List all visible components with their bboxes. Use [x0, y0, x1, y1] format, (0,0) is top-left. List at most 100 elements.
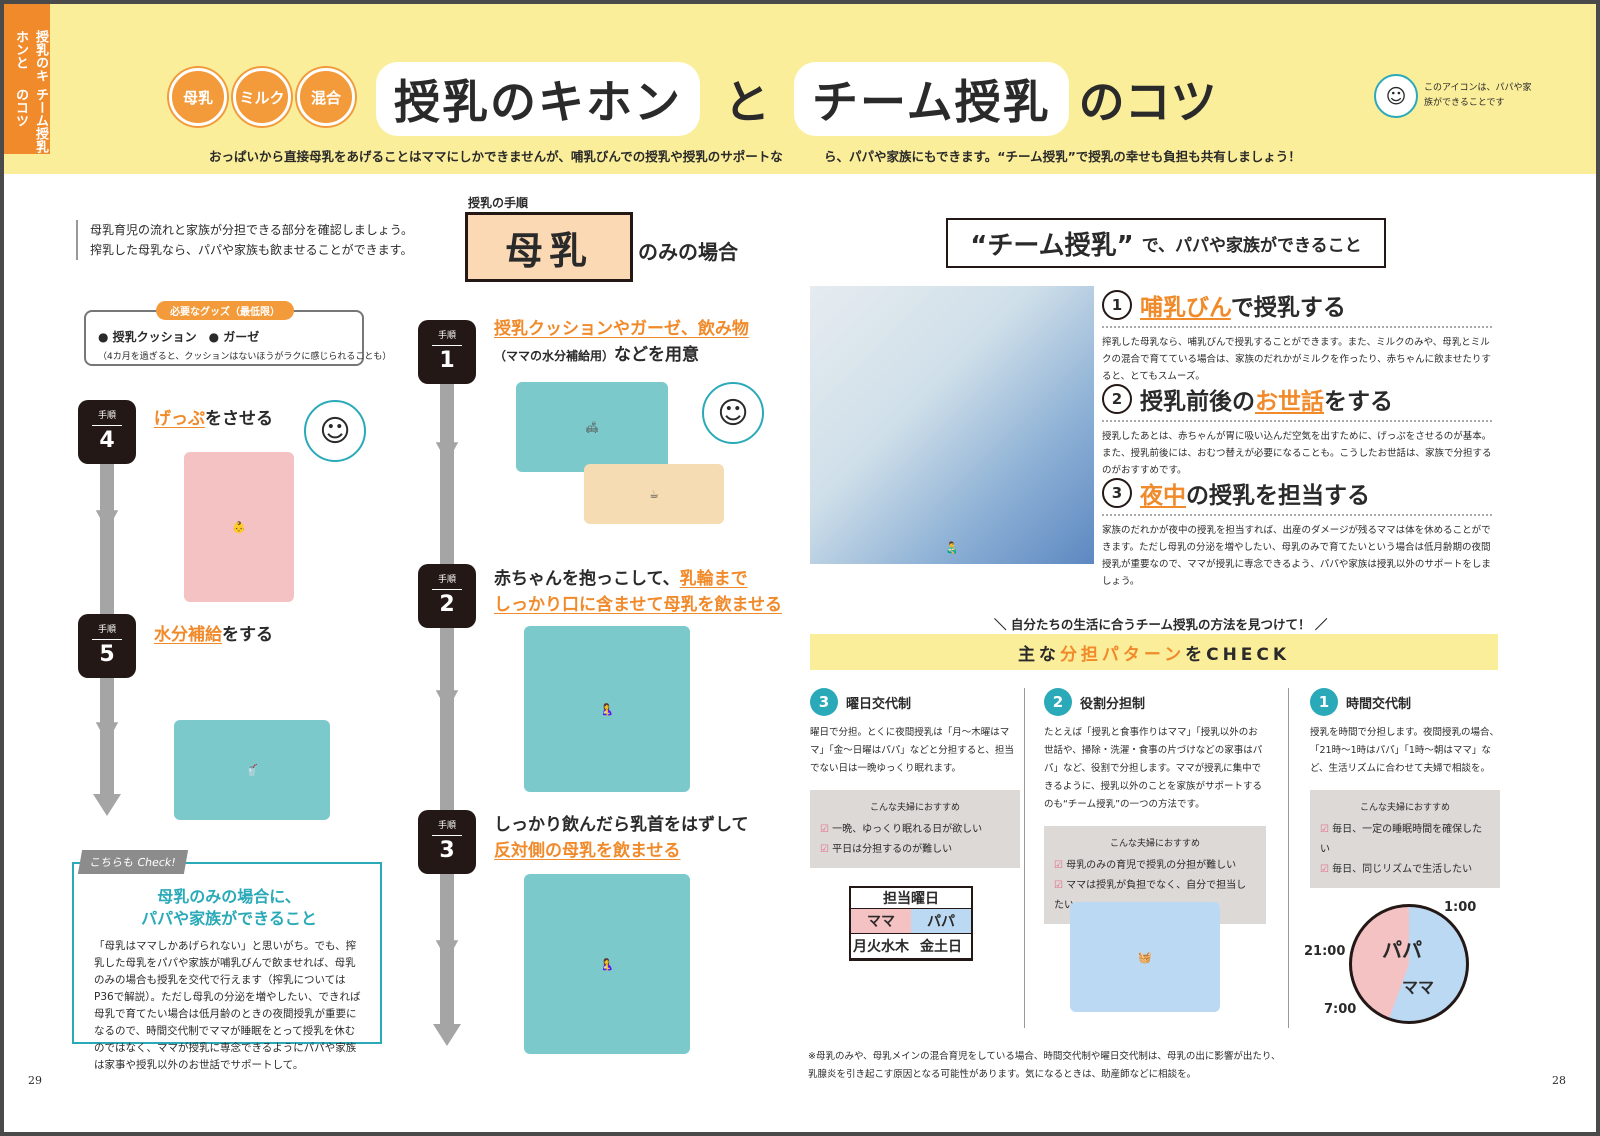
- col-number: 2: [1044, 688, 1072, 716]
- task-number: 1: [1102, 290, 1132, 320]
- goods-items: ● 授乳クッション ● ガーゼ: [98, 330, 260, 344]
- rec-item: 一晩、ゆっくり眠れる日が欲しい: [820, 820, 1010, 840]
- step-5-rest: をする: [222, 625, 273, 645]
- task-1-highlight: 哺乳びん: [1140, 295, 1231, 321]
- step-4-badge: 手順 4: [78, 400, 136, 464]
- table-illustration: ☕: [584, 464, 724, 524]
- col-divider: [1024, 688, 1025, 1028]
- icon-legend: ☺ このアイコンは、パパや家族ができることです: [1374, 74, 1534, 118]
- footnote-line-1: ※母乳のみや、母乳メインの混合育児をしている場合、時間交代制や曜日交代制は、母乳…: [808, 1051, 1281, 1062]
- schedule-title: 担当曜日: [851, 888, 971, 909]
- pattern-a: 主な: [1017, 644, 1060, 665]
- step-2-text: 赤ちゃんを抱っこして、乳輪まで しっかり口に含ませて母乳を飲ませる: [494, 566, 782, 618]
- task-3: 3 夜中の授乳を担当する 家族のだれかが夜中の授乳を担当すれば、出産のダメージが…: [1102, 476, 1492, 590]
- badge-kongo: 混合: [297, 68, 355, 126]
- rec-item: 母乳のみの育児で授乳の分担が難しい: [1054, 856, 1256, 876]
- check-body: 「母乳はママしかあげられない」と思いがち。でも、搾乳した母乳をパパや家族が哺乳び…: [94, 940, 361, 1071]
- step-5-highlight: 水分補給: [154, 625, 222, 645]
- magazine-spread: 授乳のキホンと チーム授乳のコツ 母乳 ミルク 混合 授乳のキホン と チーム授…: [4, 4, 1596, 1132]
- goods-box: 必要なグッズ（最低限） ● 授乳クッション ● ガーゼ （4カ月を過ぎると、クッ…: [84, 301, 392, 366]
- rec-box: こんな夫婦におすすめ 一晩、ゆっくり眠れる日が欲しい 平日は分担するのが難しい: [810, 790, 1020, 868]
- step-1-rest: などを用意: [614, 345, 700, 365]
- schedule-papa-days: 金土日: [920, 939, 962, 955]
- page-title: 授乳のキホン と チーム授乳 のコツ: [376, 62, 1231, 136]
- step-5-text: 水分補給をする: [154, 622, 273, 648]
- step-2-highlight-2: しっかり口に含ませて母乳を飲ませる: [494, 595, 782, 615]
- side-tab: 授乳のキホンと チーム授乳のコツ: [4, 4, 50, 154]
- page-number-right: 28: [1552, 1074, 1566, 1087]
- clock-time-1: 1:00: [1444, 900, 1477, 915]
- legend-text: このアイコンは、パパや家族ができることです: [1424, 83, 1532, 108]
- bonyu-suffix: のみの場合: [638, 240, 738, 264]
- check-tag: こちらも Check!: [77, 850, 188, 874]
- footnote-line-2: 乳腺炎を引き起こす原因となる可能性があります。気になるときは、助産師などに相談を…: [808, 1069, 1197, 1080]
- step-3-badge: 手順 3: [418, 810, 476, 874]
- intro-right: ら、パパや家族にもできます。“チーム授乳”で授乳の幸せも負担も共有しましょう！: [824, 149, 1301, 164]
- clock-illustration: [1349, 904, 1469, 1024]
- step-number: 1: [432, 345, 462, 373]
- title-suffix: のコツ: [1078, 75, 1217, 129]
- pattern-b: をCHECK: [1185, 644, 1291, 665]
- task-1: 1 哺乳びんで授乳する 搾乳した母乳なら、哺乳びんで授乳することができます。また…: [1102, 288, 1492, 385]
- col-body: 授乳を時間で分担します。夜間授乳の場合、「21時〜1時はパパ」「1時〜朝はママ」…: [1310, 727, 1500, 774]
- goods-note: （4カ月を過ぎると、クッションはないほうがラクに感じられることも）: [98, 352, 392, 362]
- step-number: 5: [92, 639, 122, 667]
- step-1-text: 授乳クッションやガーゼ、飲み物 （ママの水分補給用）などを用意: [494, 316, 749, 369]
- step-4-highlight: げっぷ: [154, 409, 205, 429]
- chevron-down-icon: ∨: [429, 934, 465, 959]
- father-baby-photo: 👨‍🍼: [810, 286, 1094, 564]
- side-tab-line-2: チーム授乳のコツ: [13, 87, 48, 153]
- clock-time-2: 21:00: [1304, 944, 1346, 959]
- flow-arrow-middle-head: [433, 1024, 461, 1046]
- step-number: 4: [92, 425, 122, 453]
- step-3-highlight: 反対側の母乳を飲ませる: [494, 841, 681, 861]
- col-body: たとえば「授乳と食事作りはママ」「授乳以外のお世話や、掃除・洗濯・食事の片づけな…: [1044, 727, 1263, 810]
- rec-title: こんな夫婦におすすめ: [869, 803, 960, 813]
- step-4-text: げっぷをさせる: [154, 406, 273, 432]
- task-1-rest: で授乳する: [1230, 295, 1346, 321]
- step-4-rest: をさせる: [205, 409, 273, 429]
- find-caption: ＼ 自分たちの生活に合うチーム授乳の方法を見つけて！ ／: [994, 617, 1328, 632]
- lead-text: 母乳育児の流れと家族が分担できる部分を確認しましょう。 搾乳した母乳なら、パパや…: [76, 220, 413, 260]
- col-body: 曜日で分担。とくに夜間授乳は「月〜木曜はママ」「金〜日曜はパパ」などと分担すると…: [810, 727, 1014, 774]
- step-3-text: しっかり飲んだら乳首をはずして 反対側の母乳を飲ませる: [494, 812, 749, 864]
- step-3-a: しっかり飲んだら乳首をはずして: [494, 815, 749, 835]
- step-2-highlight-1: 乳輪まで: [679, 569, 748, 589]
- step-1-small: （ママの水分補給用）: [494, 349, 615, 363]
- chevron-down-icon: ∨: [429, 436, 465, 461]
- page-number-left: 29: [28, 1074, 42, 1087]
- schedule-board: 担当曜日 ママパパ 月火水木金土日: [849, 886, 973, 961]
- task-3-body: 家族のだれかが夜中の授乳を担当すれば、出産のダメージが残るママは体を休めることが…: [1102, 514, 1492, 590]
- clock-time-3: 7:00: [1324, 1002, 1357, 1017]
- burping-illustration: 👶: [184, 452, 294, 602]
- bonyu-heading: 母乳: [465, 212, 633, 282]
- papa-avatar-icon: ☺: [1374, 74, 1418, 118]
- task-3-rest: の授乳を担当する: [1186, 483, 1370, 509]
- badge-milk: ミルク: [233, 68, 291, 126]
- task-3-highlight: 夜中: [1140, 483, 1186, 509]
- lead-line-1: 母乳育児の流れと家族が分担できる部分を確認しましょう。: [90, 223, 414, 237]
- task-2-pre: 授乳前後の: [1140, 389, 1255, 415]
- section-label: 授乳の手順: [468, 196, 529, 210]
- col-divider: [1288, 688, 1289, 1028]
- col-title: 曜日交代制: [846, 696, 912, 712]
- step-number: 2: [432, 589, 462, 617]
- rec-item: 平日は分担するのが難しい: [820, 840, 1010, 860]
- team-heading: “チーム授乳”で、パパや家族ができること: [946, 218, 1386, 268]
- clock-mama: ママ: [1402, 978, 1435, 997]
- check-box: こちらも Check! 母乳のみの場合に、 パパや家族ができること 「母乳はママ…: [72, 850, 382, 1071]
- col-number: 3: [810, 688, 838, 716]
- drinking-illustration: 🥤: [174, 720, 330, 820]
- col-number: 1: [1310, 688, 1338, 716]
- step-label: 手順: [97, 411, 116, 421]
- task-number: 2: [1102, 384, 1132, 414]
- title-part-b: チーム授乳: [794, 62, 1069, 136]
- intro-left: おっぱいから直接母乳をあげることはママにしかできませんが、哺乳びんでの授乳や授乳…: [209, 149, 783, 164]
- rec-title: こんな夫婦におすすめ: [1359, 803, 1450, 813]
- step-5-badge: 手順 5: [78, 614, 136, 678]
- task-2: 2 授乳前後のお世話をする 授乳したあとは、赤ちゃんが胃に吸い込んだ空気を出すた…: [1102, 382, 1492, 479]
- household-chores-illustration: 🧺: [1070, 902, 1220, 1012]
- chevron-down-icon: ∨: [89, 716, 125, 741]
- chevron-down-icon: ∨: [429, 684, 465, 709]
